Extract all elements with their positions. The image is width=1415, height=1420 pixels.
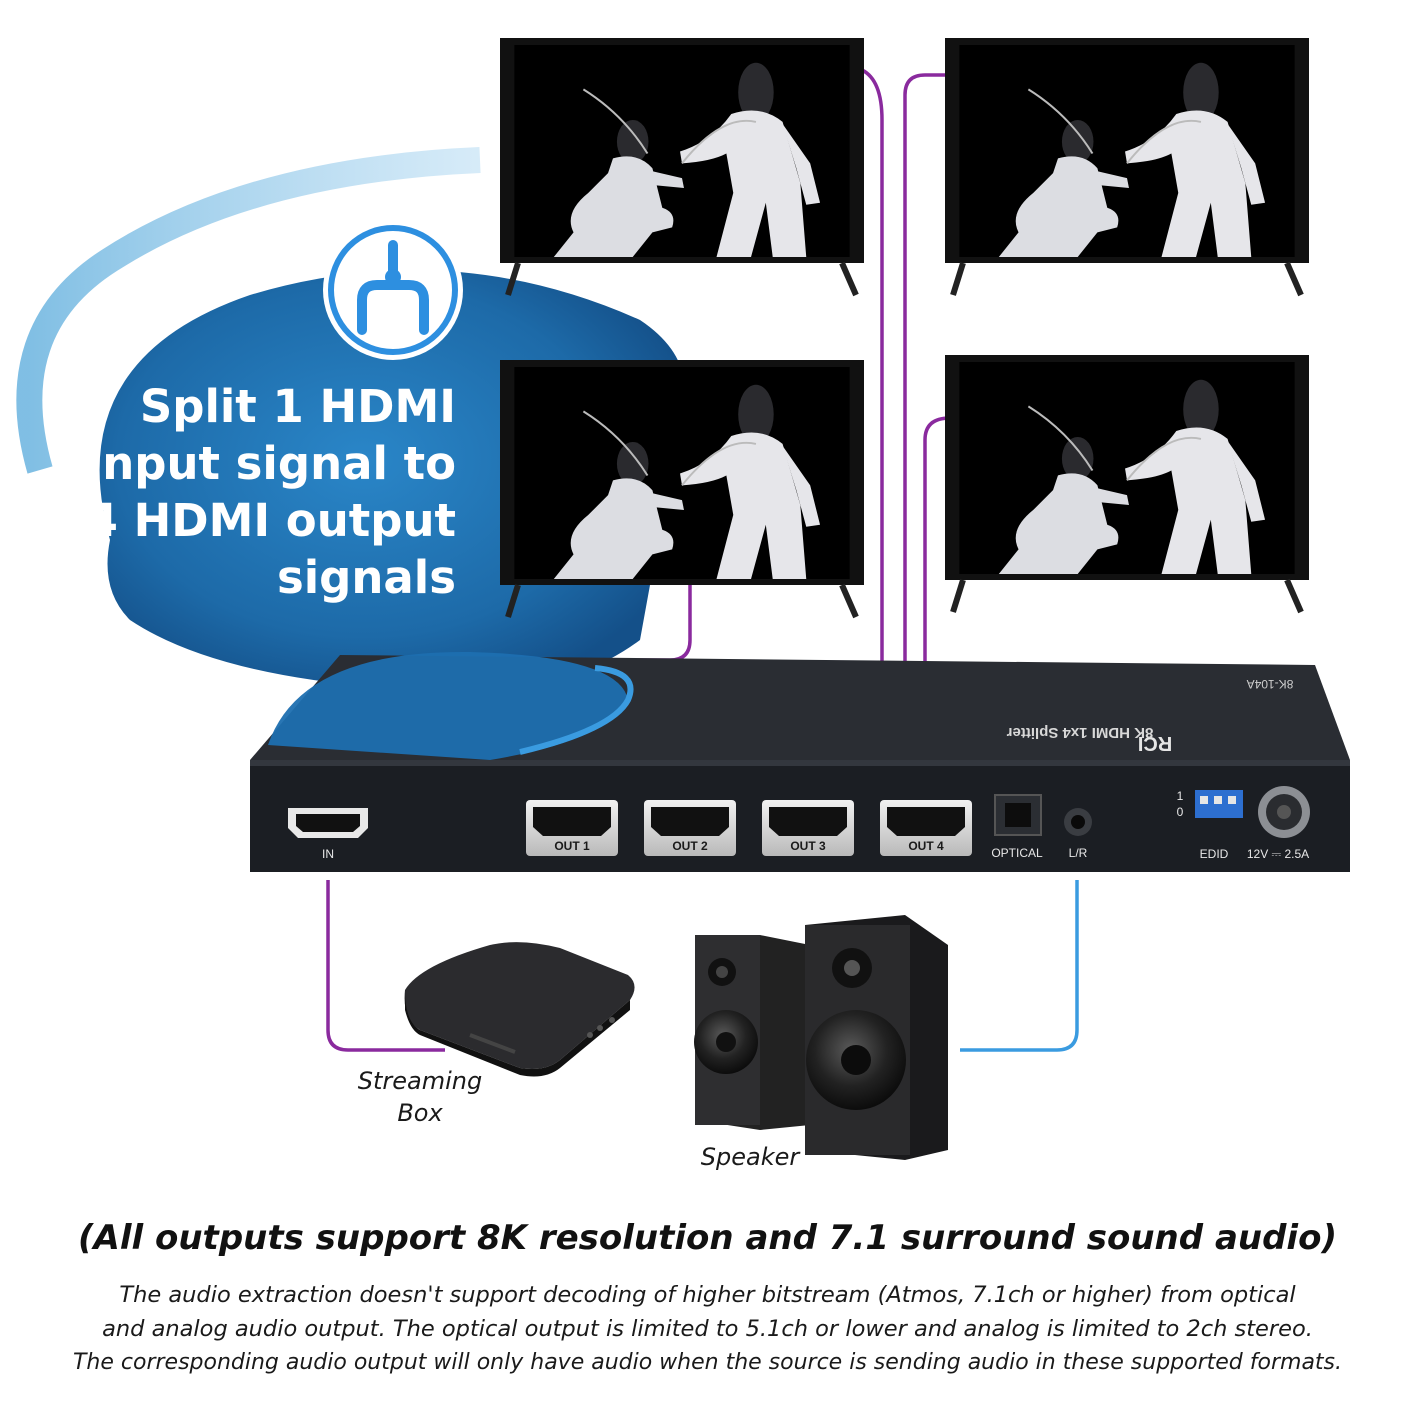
streaming-box-caption: Streaming Box [330, 1065, 510, 1129]
footer-title: (All outputs support 8K resolution and 7… [78, 1218, 1337, 1258]
model-number-label: 8K-104A [1247, 677, 1294, 691]
lr-audio-jack: L/R [1064, 808, 1092, 860]
power-jack: 12V ⎓ 2.5A [1247, 786, 1310, 861]
optical-port: OPTICAL [991, 794, 1043, 860]
speaker-caption: Speaker [700, 1143, 800, 1171]
hdmi-in-port: IN [288, 808, 368, 861]
footer-line-2: and analog audio output. The optical out… [102, 1316, 1313, 1342]
dip-zero-label: 0 [1177, 805, 1184, 819]
optical-label: OPTICAL [991, 846, 1043, 860]
headline-line-4: signals [276, 551, 456, 604]
out4-label: OUT 4 [908, 839, 944, 853]
streaming-box-caption-line-1: Streaming [357, 1067, 483, 1095]
audio-cable [960, 880, 1079, 1052]
edid-dip-switch: 1 0 EDID [1177, 789, 1243, 861]
in-label: IN [322, 847, 334, 861]
tv-bottom-right [945, 355, 1309, 614]
footer-line-1: The audio extraction doesn't support dec… [119, 1282, 1296, 1308]
tv-top-left [500, 38, 864, 297]
dip-one-label: 1 [1177, 789, 1184, 803]
hdmi-out3-port: OUT 3 [762, 800, 854, 856]
out3-label: OUT 3 [790, 839, 826, 853]
model-title-label: 8K HDMI 1x4 Splitter [1006, 724, 1153, 741]
headline: Split 1 HDMI input signal to 4 HDMI outp… [80, 378, 456, 606]
lr-label: L/R [1069, 846, 1088, 860]
brand-label: RCI [1138, 732, 1172, 754]
tv-bottom-left [500, 360, 864, 619]
speakers [694, 915, 948, 1160]
tv-top-right [945, 38, 1309, 297]
splitter-device: RCI 8K HDMI 1x4 Splitter 8K-104A IN OUT … [250, 651, 1350, 872]
hdmi-out4-port: OUT 4 [880, 800, 972, 856]
streaming-box-caption-line-2: Box [397, 1099, 443, 1127]
out2-label: OUT 2 [672, 839, 708, 853]
footer-line-3: The corresponding audio output will only… [72, 1350, 1343, 1375]
split-icon [323, 220, 463, 360]
edid-label: EDID [1200, 847, 1229, 861]
hdmi-out1-port: OUT 1 [526, 800, 618, 856]
headline-line-3: 4 HDMI output [86, 494, 456, 547]
headline-line-1: Split 1 HDMI [139, 380, 456, 433]
power-label: 12V ⎓ 2.5A [1247, 847, 1309, 861]
streaming-box [404, 942, 635, 1077]
hdmi-out2-port: OUT 2 [644, 800, 736, 856]
headline-line-2: input signal to [86, 437, 456, 490]
out1-label: OUT 1 [554, 839, 590, 853]
